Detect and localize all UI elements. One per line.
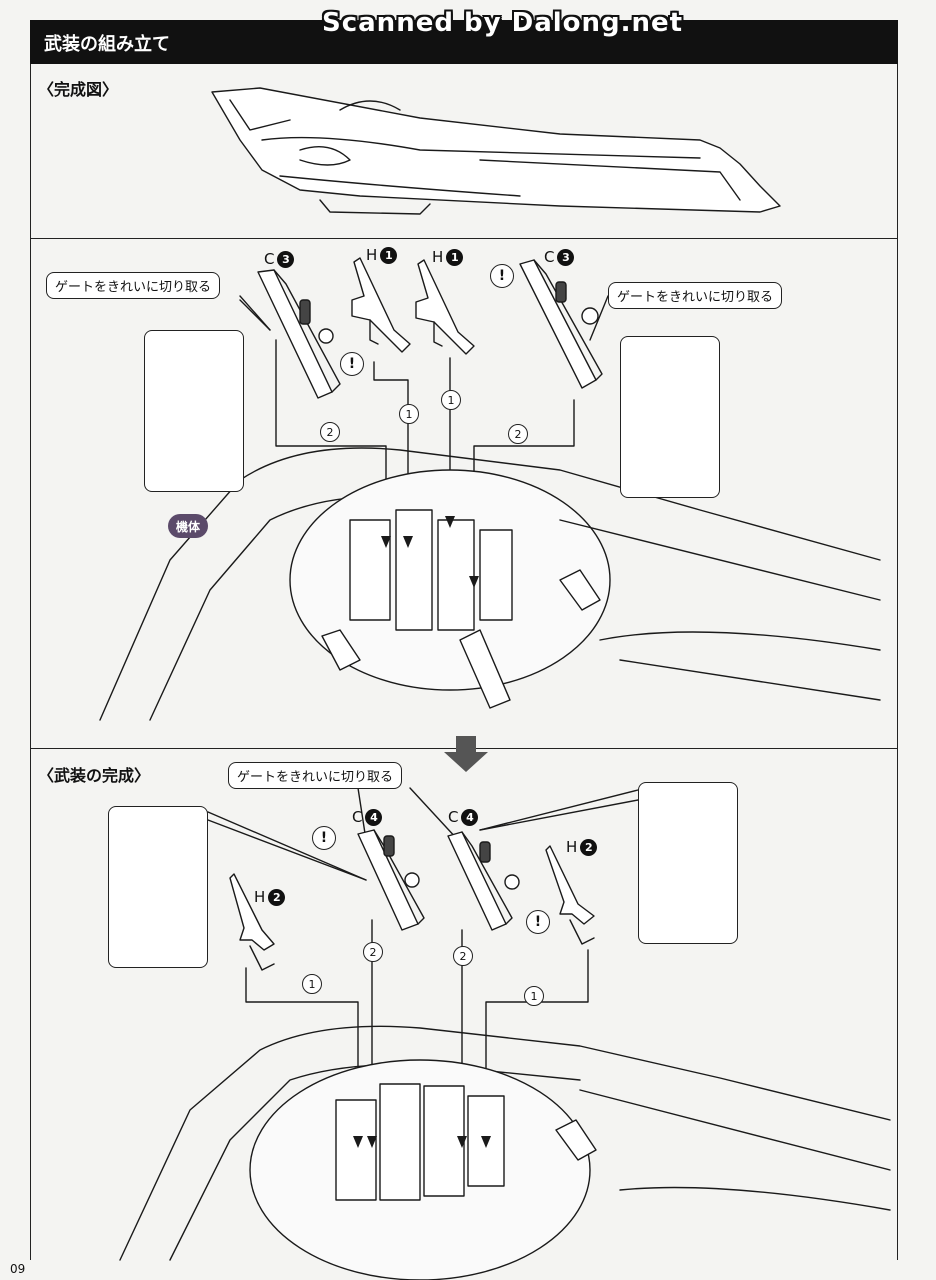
- caution-icon: !: [312, 826, 336, 850]
- completed-ship-illustration: [211, 87, 781, 215]
- scan-watermark: Scanned by Dalong.net: [322, 8, 684, 38]
- part-label-c3-left: C 3: [264, 250, 295, 268]
- detail-box-bottom-left: [108, 806, 208, 968]
- part-label-c3-right: C 3: [544, 248, 575, 266]
- step-number-2-top-left: 2: [320, 422, 340, 442]
- page-number: 09: [10, 1262, 26, 1276]
- part-label-c4-right: C 4: [448, 808, 479, 826]
- completed-view-label: 〈完成図〉: [38, 80, 119, 99]
- callout-gate-cut-top-right: ゲートをきれいに切り取る: [608, 282, 783, 309]
- caution-icon: !: [340, 352, 364, 376]
- step-number-2-top-right: 2: [508, 424, 528, 444]
- part-label-h1-right: H 1: [432, 248, 464, 266]
- part-label-h2-left: H 2: [254, 888, 286, 906]
- part-c3-left: [257, 269, 363, 399]
- lower-deck-illustration: [119, 1025, 891, 1280]
- part-h1-right: [415, 259, 475, 355]
- step-number-1-top-right: 1: [441, 390, 461, 410]
- step-number-2-bottom-left: 2: [363, 942, 383, 962]
- detail-box-top-right: [620, 336, 720, 498]
- step-number-1-bottom-right: 1: [524, 986, 544, 1006]
- page-frame: [30, 20, 898, 1260]
- part-h1-left: [351, 257, 411, 353]
- armament-complete-label: 〈武装の完成〉: [38, 766, 151, 785]
- header-bar: 武装の組み立て: [30, 20, 898, 64]
- body-badge: 機体: [168, 514, 208, 538]
- part-c4-right: [447, 831, 520, 931]
- caution-icon: !: [490, 264, 514, 288]
- detail-box-bottom-right: [638, 782, 738, 944]
- step-number-2-bottom-right: 2: [453, 946, 473, 966]
- part-h2-right: [545, 845, 595, 945]
- caution-icon: !: [526, 910, 550, 934]
- part-h2-left: [229, 873, 275, 971]
- part-label-h1-left: H 1: [366, 246, 398, 264]
- step-number-1-top-left: 1: [399, 404, 419, 424]
- divider-top: [30, 238, 898, 239]
- part-label-c4-left: C 4: [352, 808, 383, 826]
- callout-gate-cut-top-left: ゲートをきれいに切り取る: [46, 272, 221, 299]
- detail-box-top-left: [144, 330, 244, 492]
- part-c4-left: [357, 829, 425, 931]
- step-number-1-bottom-left: 1: [302, 974, 322, 994]
- part-label-h2-right: H 2: [566, 838, 598, 856]
- callout-gate-cut-bottom: ゲートをきれいに切り取る: [228, 762, 403, 789]
- page-title: 武装の組み立て: [44, 34, 170, 55]
